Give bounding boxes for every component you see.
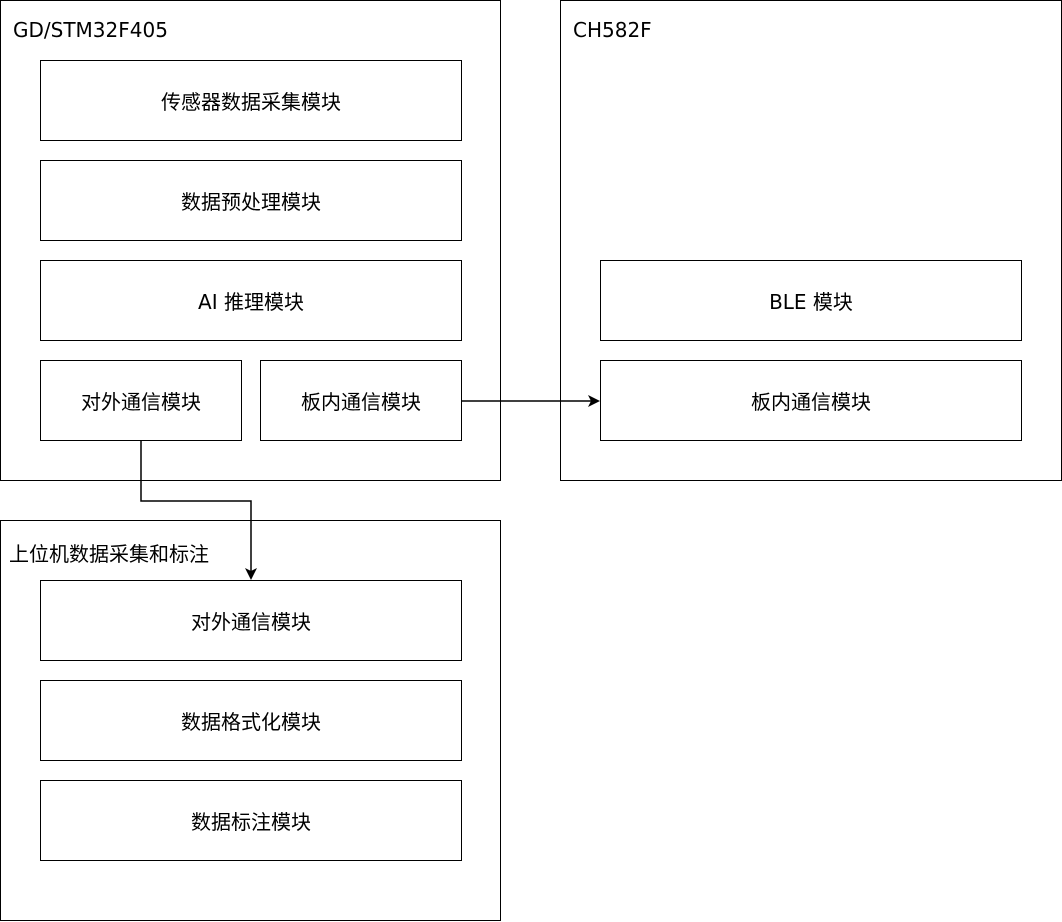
module-data-annotate: 数据标注模块 bbox=[40, 780, 462, 861]
container-title-ble-chip: CH582F bbox=[573, 18, 652, 42]
module-ble: BLE 模块 bbox=[600, 260, 1022, 341]
container-title-host: 上位机数据采集和标注 bbox=[9, 542, 209, 566]
module-sensor-acquisition: 传感器数据采集模块 bbox=[40, 60, 462, 141]
module-mcu-internal-comm: 板内通信模块 bbox=[260, 360, 462, 441]
container-title-mcu: GD/STM32F405 bbox=[13, 18, 168, 42]
module-mcu-external-comm: 对外通信模块 bbox=[40, 360, 242, 441]
module-ai-inference: AI 推理模块 bbox=[40, 260, 462, 341]
module-data-preprocess: 数据预处理模块 bbox=[40, 160, 462, 241]
module-host-external-comm: 对外通信模块 bbox=[40, 580, 462, 661]
module-data-format: 数据格式化模块 bbox=[40, 680, 462, 761]
module-ble-internal-comm: 板内通信模块 bbox=[600, 360, 1022, 441]
